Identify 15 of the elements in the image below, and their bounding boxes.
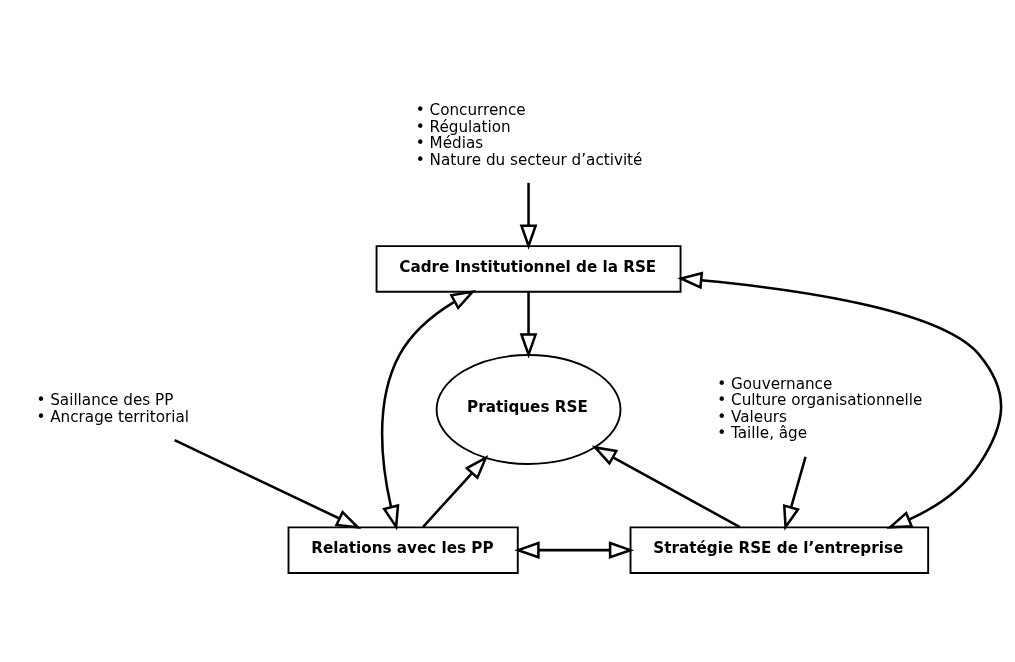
- arrow: [782, 456, 807, 531]
- arrow: [677, 271, 1003, 529]
- node-text: • Gouvernance • Culture organisationnelle • Valeurs • Taille, âge: [717, 374, 923, 443]
- arrow: [591, 445, 741, 529]
- arrow: [514, 541, 635, 559]
- node-text: • Concurrence • Régulation • Médias • Nature du secteur d’activité: [415, 101, 643, 169]
- node-text: • Saillance des PP • Ancrage territorial: [36, 391, 189, 426]
- node-box: Stratégie RSE de l’entreprise: [629, 526, 930, 574]
- arrow: [422, 455, 489, 528]
- node-box: Relations avec les PP: [287, 526, 519, 574]
- node-box: Cadre Institutionnel de la RSE: [375, 245, 682, 293]
- arrow: [519, 182, 538, 250]
- arrow: [174, 438, 362, 529]
- arrow: [380, 289, 476, 531]
- arrow: [519, 291, 538, 359]
